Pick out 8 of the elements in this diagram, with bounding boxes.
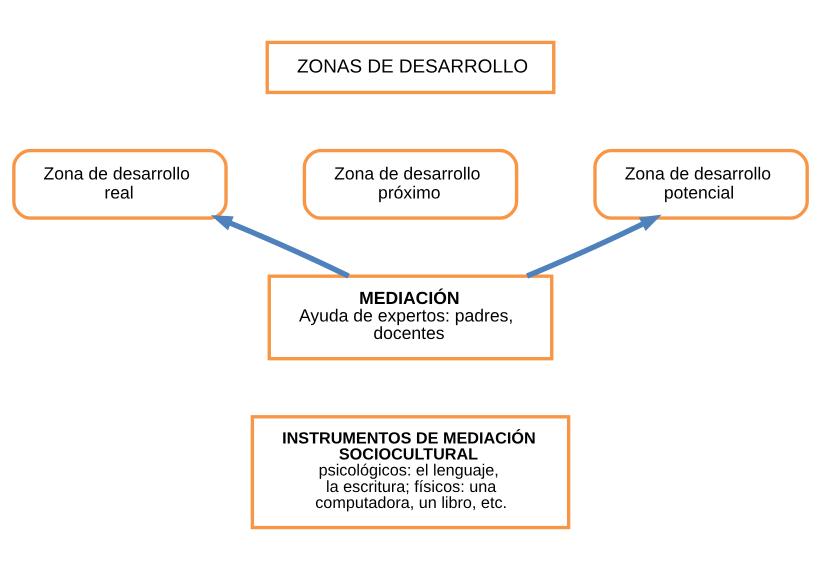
arrow — [526, 214, 662, 278]
node-box: Zona de desarrollo potencial — [593, 148, 809, 220]
node-box: INSTRUMENTOS DE MEDIACIÓN SOCIOCULTURAL psicológicos: el lenguaje, la escritura; físicos: una computadora, un libro, etc. — [250, 414, 570, 529]
arrow — [210, 214, 350, 278]
node-box: Zona de desarrollo real — [12, 148, 228, 220]
node-box: Zona de desarrollo próximo — [302, 148, 518, 220]
node-box: MEDIACIÓN Ayuda de expertos: padres, docentes — [268, 274, 554, 360]
node-box: ZONAS DE DESARROLLO — [266, 40, 556, 94]
